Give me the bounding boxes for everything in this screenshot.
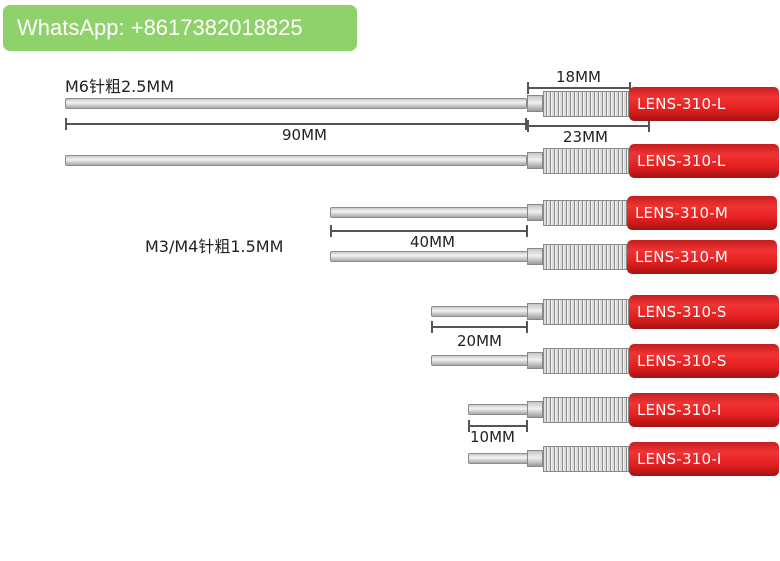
probe-sleeve: LENS-310-S (629, 344, 779, 378)
dimension-18mm-label: 18MM (556, 68, 601, 86)
probe-needle (468, 404, 528, 415)
probe-sleeve: LENS-310-S (629, 295, 779, 329)
probe-sleeve: LENS-310-I (629, 442, 779, 476)
probe-thread (543, 91, 629, 117)
dimension-90mm-label: 90MM (282, 126, 327, 144)
probe-collar (527, 248, 543, 265)
probe-row: LENS-310-L (0, 87, 780, 121)
probe-thread (543, 200, 629, 226)
probe-thread (543, 148, 629, 174)
probe-row: LENS-310-S (0, 295, 780, 329)
probe-needle (330, 207, 528, 218)
dimension-90mm-line (65, 118, 527, 130)
probe-model-label: LENS-310-S (637, 352, 727, 370)
dimension-20mm-line (431, 321, 528, 333)
probe-needle (468, 453, 528, 464)
probe-collar (527, 352, 543, 369)
probe-collar (527, 152, 543, 169)
probe-row: LENS-310-I (0, 393, 780, 427)
probe-row: LENS-310-I (0, 442, 780, 476)
probe-thread (543, 397, 629, 423)
probe-needle (330, 251, 528, 262)
probe-row: LENS-310-S (0, 344, 780, 378)
probe-thread (543, 299, 629, 325)
probe-sleeve: LENS-310-L (629, 87, 779, 121)
probe-thread (543, 446, 629, 472)
probe-collar (527, 95, 543, 112)
probe-model-label: LENS-310-S (637, 303, 727, 321)
probe-collar (527, 450, 543, 467)
probe-sleeve: LENS-310-I (629, 393, 779, 427)
m6-needle-label: M6针粗2.5MM (65, 77, 175, 96)
probe-model-label: LENS-310-I (637, 450, 722, 468)
probe-model-label: LENS-310-M (635, 204, 728, 222)
probe-sleeve: LENS-310-M (627, 196, 777, 230)
dimension-23mm-line (527, 120, 650, 132)
m3-m4-needle-label: M3/M4针粗1.5MM (145, 237, 284, 256)
probe-collar (527, 204, 543, 221)
dimension-40mm-label: 40MM (410, 233, 455, 251)
probe-needle (431, 306, 528, 317)
probe-needle (65, 98, 527, 109)
probe-model-label: LENS-310-L (637, 95, 726, 113)
probe-collar (527, 303, 543, 320)
dimension-20mm-label: 20MM (457, 332, 502, 350)
probe-model-label: LENS-310-I (637, 401, 722, 419)
probe-model-label: LENS-310-L (637, 152, 726, 170)
probe-thread (543, 244, 629, 270)
probe-row: LENS-310-M (0, 240, 780, 274)
dimension-10mm-line (468, 420, 528, 432)
probe-collar (527, 401, 543, 418)
dimension-40mm-line (330, 225, 528, 237)
probe-needle (65, 155, 527, 166)
probe-model-label: LENS-310-M (635, 248, 728, 266)
probe-sleeve: LENS-310-L (629, 144, 779, 178)
probe-needle (431, 355, 528, 366)
probe-sleeve: LENS-310-M (627, 240, 777, 274)
dimension-23mm-label: 23MM (563, 128, 608, 146)
probe-row: LENS-310-L (0, 144, 780, 178)
whatsapp-contact-badge: WhatsApp: +8617382018825 (3, 5, 357, 51)
dimension-10mm-label: 10MM (470, 428, 515, 446)
probe-thread (543, 348, 629, 374)
probe-row: LENS-310-M (0, 196, 780, 230)
